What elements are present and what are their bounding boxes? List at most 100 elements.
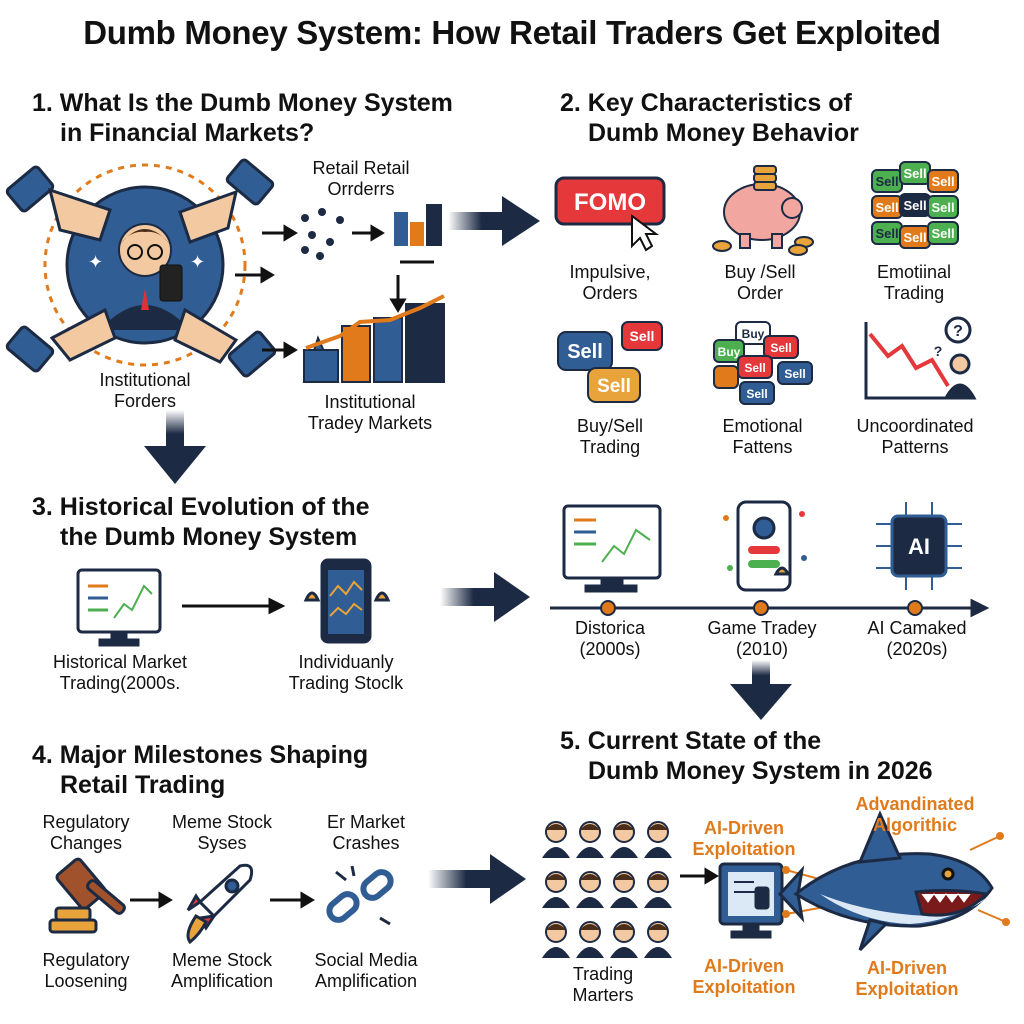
trader-figure-icon bbox=[576, 871, 604, 908]
timeline-2000s-line2: (2000s) bbox=[579, 639, 641, 659]
trader-figure-icon bbox=[644, 871, 672, 908]
gamified-phone-icon bbox=[723, 500, 807, 592]
section-4-line2: Retail Trading bbox=[60, 771, 226, 799]
timeline-2000s-line1: Distorica bbox=[574, 618, 645, 638]
trading-marters-line1: Trading bbox=[572, 964, 634, 984]
emotional-fattens-line1: Emotional bbox=[722, 416, 803, 436]
svg-text:?: ? bbox=[953, 323, 963, 340]
trader-figure-icon bbox=[610, 821, 638, 858]
regulatory-changes-line2: Changes bbox=[49, 833, 123, 853]
timeline-2010-line1: Game Tradey bbox=[707, 618, 817, 638]
meme-stock-amplification-line1: Meme Stock bbox=[171, 950, 273, 970]
emotional-chat-bubbles-icon: Buy Buy Sell Sell Sell Sell bbox=[713, 321, 813, 405]
social-media-amplification-line2: Amplification bbox=[314, 971, 418, 991]
rocket-icon bbox=[186, 863, 254, 945]
ai-computer-terminal-icon bbox=[718, 862, 784, 939]
buy-sell-trading-label: Buy/Sell Trading bbox=[550, 416, 670, 458]
market-crashes-line2: Crashes bbox=[332, 833, 400, 853]
scattered-orders-icon bbox=[301, 208, 344, 260]
buy-sell-order-line1: Buy /Sell bbox=[724, 262, 796, 282]
buy-sell-trading-line1: Buy/Sell bbox=[576, 416, 644, 436]
arrow-icon bbox=[182, 597, 286, 615]
emotional-trading-line2: Trading bbox=[883, 283, 945, 303]
institutional-markets-line2: Tradey Markets bbox=[307, 413, 433, 433]
trader-icon bbox=[100, 223, 190, 330]
emotional-fattens-label: Emotional Fattens bbox=[700, 416, 825, 458]
gavel-icon bbox=[48, 857, 126, 934]
historical-market-line2: Trading(2000s. bbox=[59, 673, 181, 693]
section-1-heading: 1. What Is the Dumb Money System in Fina… bbox=[32, 88, 453, 148]
ai-chip-icon: AI bbox=[876, 502, 962, 590]
fomo-button-icon: FOMO bbox=[554, 176, 666, 252]
buy-sell-trading-line2: Trading bbox=[579, 437, 641, 457]
ai-driven-exploitation-bottom-right-label: AI-Driven Exploitation bbox=[842, 958, 972, 1000]
desktop-monitor-icon bbox=[562, 504, 662, 593]
impulsive-orders-line1: Impulsive, bbox=[569, 262, 651, 282]
buy-sell-order-line2: Order bbox=[736, 283, 783, 303]
svg-text:✦: ✦ bbox=[88, 252, 103, 272]
timeline-label-2000s: Distorica (2000s) bbox=[550, 618, 670, 660]
historical-market-line1: Historical Market bbox=[52, 652, 188, 672]
sell-chip: Sell bbox=[931, 200, 954, 215]
fomo-text: FOMO bbox=[574, 189, 646, 216]
svg-text:?: ? bbox=[934, 343, 943, 359]
market-crashes-label: Er Market Crashes bbox=[302, 812, 430, 854]
social-media-amplification-label: Social Media Amplification bbox=[296, 950, 436, 992]
market-crashes-line1: Er Market bbox=[326, 812, 405, 832]
emotional-fattens-line2: Fattens bbox=[732, 437, 793, 457]
piggy-bank-icon bbox=[712, 165, 814, 256]
big-arrow-timeline-to-s5 bbox=[730, 660, 792, 720]
section-5-heading: 5. Current State of the Dumb Money Syste… bbox=[560, 726, 933, 786]
section-2-heading: 2. Key Characteristics of Dumb Money Beh… bbox=[560, 88, 859, 148]
page-title: Dumb Money System: How Retail Traders Ge… bbox=[83, 14, 941, 51]
section-2-line2: Dumb Money Behavior bbox=[588, 119, 859, 147]
institutional-markets-line1: Institutional bbox=[324, 392, 416, 412]
trader-figure-icon bbox=[576, 821, 604, 858]
individually-trading-line2: Trading Stoclk bbox=[288, 673, 404, 693]
ai-chip-text: AI bbox=[908, 534, 930, 559]
sell-bubble-text: Sell bbox=[746, 387, 767, 401]
retail-orders-line1: Retail Retail bbox=[312, 158, 410, 178]
smartphone-chart-icon bbox=[303, 558, 391, 644]
trading-marters-line2: Marters bbox=[572, 985, 634, 1005]
ai-driven-exploitation-bottom-left-label: AI-Driven Exploitation bbox=[680, 956, 808, 998]
sell-chip: Sell bbox=[931, 174, 954, 189]
hand-icon-bottom-left bbox=[5, 307, 117, 373]
arrow-icon bbox=[680, 867, 719, 885]
uncoordinated-patterns-line1: Uncoordinated bbox=[856, 416, 974, 436]
section-3-line2: the Dumb Money System bbox=[60, 523, 358, 551]
timeline-2020s-line1: AI Camaked bbox=[867, 618, 967, 638]
trader-figure-icon bbox=[542, 871, 570, 908]
declining-chart-icon: ? ? bbox=[864, 316, 977, 400]
section-3-line1: 3. Historical Evolution of the bbox=[32, 493, 370, 521]
section-1-illustration: ✦ ✦ bbox=[5, 158, 445, 383]
section-2-illustration: FOMO Sell Sell Sell Sell Sell Sell Sell … bbox=[554, 161, 977, 405]
retail-orders-line2: Orrderrs bbox=[327, 179, 395, 199]
trader-figure-icon bbox=[576, 921, 604, 958]
section-4-illustration bbox=[48, 857, 394, 945]
uncoordinated-patterns-label: Uncoordinated Patterns bbox=[844, 416, 986, 458]
advanced-algorithmic-line1: Advandinated bbox=[855, 794, 975, 814]
monitor-icon bbox=[76, 568, 162, 647]
timeline-dot bbox=[600, 600, 923, 616]
advanced-algorithmic-line2: Algorithic bbox=[873, 815, 957, 835]
meme-stock-amplification-label: Meme Stock Amplification bbox=[152, 950, 292, 992]
big-arrow-s4-to-s5 bbox=[428, 854, 526, 904]
institutional-markets-label: Institutional Tradey Markets bbox=[290, 392, 450, 434]
section-4-heading: 4. Major Milestones Shaping Retail Tradi… bbox=[32, 740, 368, 800]
buy-bubble-text: Buy bbox=[742, 327, 765, 341]
section-5-line1: 5. Current State of the bbox=[560, 727, 822, 755]
meme-stock-syses-line1: Meme Stock bbox=[171, 812, 273, 832]
shark-icon bbox=[777, 810, 994, 952]
ai-driven-exploitation-top-label: AI-Driven Exploitation bbox=[680, 818, 808, 860]
sell-bubble-text: Sell bbox=[630, 328, 655, 344]
impulsive-orders-line2: Orders bbox=[582, 283, 638, 303]
section-4-line1: 4. Major Milestones Shaping bbox=[32, 741, 369, 769]
arrow-icon bbox=[235, 224, 434, 359]
individually-trading-line1: Individuanly bbox=[298, 652, 394, 672]
sell-chip: Sell bbox=[875, 174, 898, 189]
broken-chain-icon bbox=[326, 865, 394, 926]
meme-stock-syses-label: Meme Stock Syses bbox=[158, 812, 286, 854]
trading-marters-label: Trading Marters bbox=[548, 964, 658, 1006]
